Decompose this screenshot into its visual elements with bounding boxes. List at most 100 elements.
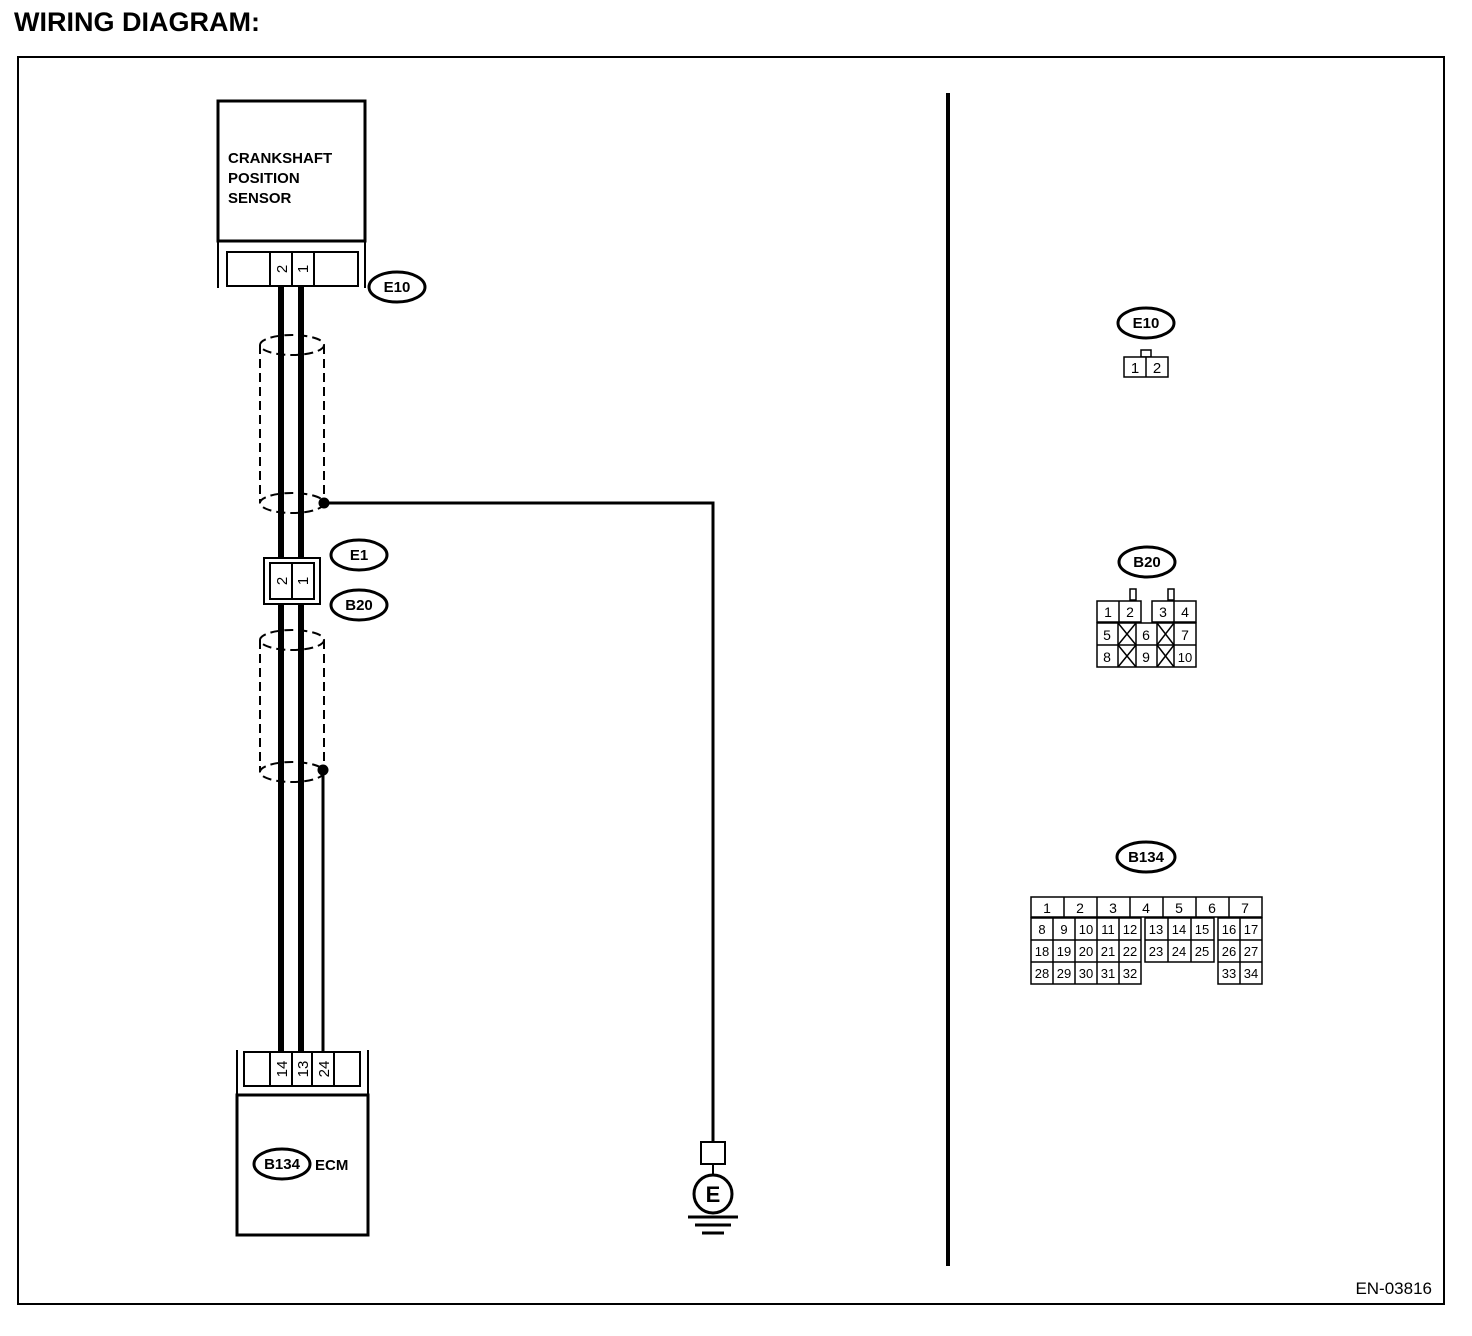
sensor-body (216, 99, 367, 243)
connector-view-b134-pin-1: 1 (1043, 900, 1051, 916)
ground-circle (692, 1173, 734, 1215)
connector-view-b134-pin-17: 17 (1244, 922, 1258, 937)
figure-id: EN-03816 (1355, 1279, 1432, 1298)
sensor-label-line-2: POSITION (228, 170, 300, 187)
connector-view-b134-pin-27: 27 (1244, 944, 1258, 959)
connector-view-b20-pin-4: 4 (1181, 604, 1189, 620)
connector-view-b20-blank-4 (1156, 644, 1175, 668)
joint-connector: 2 1 (263, 557, 321, 605)
ecm-pin-24: 24 (316, 1061, 333, 1078)
connector-view-b20-pin-10: 10 (1178, 650, 1192, 665)
connector-view-b134-pin-26: 26 (1222, 944, 1236, 959)
connector-view-b134-pin-10: 10 (1079, 922, 1093, 937)
connector-view-b20-pin-6: 6 (1142, 627, 1150, 643)
sensor-pin-2: 2 (274, 265, 291, 273)
connector-tag-e1-label: E1 (350, 547, 368, 564)
diagram-frame (17, 56, 1445, 1305)
ground-wire (324, 501, 715, 1142)
connector-view-b134-pin-32: 32 (1123, 966, 1137, 981)
lower-shield-junction-dot (317, 764, 329, 776)
connector-view-e10-pin-1: 1 (1131, 360, 1139, 377)
connector-view-e10-tag-label: E10 (1133, 315, 1160, 332)
connector-view-b20-tag-oval (1117, 545, 1177, 579)
connector-view-b20-pin-5: 5 (1103, 627, 1111, 643)
connector-view-b134-pin-3: 3 (1109, 900, 1117, 916)
connector-view-b134-left-block (1030, 917, 1142, 985)
connector-view-b20-pin-1: 1 (1104, 604, 1112, 620)
connector-view-b20: B20 1 2 3 4 5 6 7 8 9 10 (1096, 545, 1197, 668)
connector-view-b134-pin-8: 8 (1038, 922, 1045, 937)
sensor-label-line-1: CRANKSHAFT (228, 150, 332, 167)
connector-view-b134-pin-25: 25 (1195, 944, 1209, 959)
connector-view-e10: E10 1 2 (1116, 306, 1176, 378)
ecm-connector-pin-area (269, 1051, 335, 1087)
connector-tag-b134-oval (252, 1147, 312, 1181)
connector-view-b134-pin-29: 29 (1057, 966, 1071, 981)
upper-shield-junction-dot (318, 497, 330, 509)
connector-tag-e10-oval (367, 270, 427, 304)
sensor-pin-1: 1 (295, 265, 312, 273)
connector-view-b134-pin-7: 7 (1241, 900, 1249, 916)
upper-shield (259, 334, 325, 514)
lower-shield-bottom (259, 761, 325, 783)
connector-view-b134-pin-11: 11 (1101, 922, 1115, 937)
connector-view-e10-latch (1140, 349, 1152, 358)
connector-view-b134-pin-31: 31 (1101, 966, 1115, 981)
joint-pin-2: 2 (274, 577, 291, 585)
connector-view-b134-pin-15: 15 (1195, 922, 1209, 937)
connector-view-b134-pin-9: 9 (1060, 922, 1067, 937)
connector-tag-b20: B20 (329, 588, 389, 622)
connector-view-e10-tag-oval (1116, 306, 1176, 340)
connector-view-b134-pin-5: 5 (1175, 900, 1183, 916)
page-title: WIRING DIAGRAM: (14, 7, 260, 37)
connector-view-b134-tag-label: B134 (1128, 849, 1165, 866)
connector-view-e10-pin-2: 2 (1153, 360, 1161, 377)
connector-view-b134-pin-21: 21 (1101, 944, 1115, 959)
connector-tag-e10-label: E10 (384, 279, 411, 296)
connector-view-b134-pin-22: 22 (1123, 944, 1137, 959)
connector-tag-b20-oval (329, 588, 389, 622)
connector-view-b20-pin-2: 2 (1126, 604, 1134, 620)
connector-view-b134-pin-6: 6 (1208, 900, 1216, 916)
connector-view-b20-latch-left (1129, 588, 1137, 601)
ground-symbol: E (688, 1141, 738, 1235)
connector-view-b20-pin-3: 3 (1159, 604, 1167, 620)
connector-view-b134-row1 (1030, 896, 1263, 918)
connector-view-b134-pin-13: 13 (1149, 922, 1163, 937)
connector-view-b134-pin-12: 12 (1123, 922, 1137, 937)
upper-shield-top (259, 334, 325, 356)
connector-view-b20-latch-right (1167, 588, 1175, 601)
ecm: 14 13 24 B134 ECM (235, 1050, 370, 1237)
ecm-pin-13: 13 (295, 1061, 312, 1078)
upper-shield-bottom (259, 492, 325, 514)
connector-tag-b134-label: B134 (264, 1156, 301, 1173)
connector-tag-e1: E1 (329, 538, 389, 572)
connector-view-b134-pin-18: 18 (1035, 944, 1049, 959)
crankshaft-position-sensor: CRANKSHAFT POSITION SENSOR 2 1 (216, 99, 367, 288)
connector-view-b134-pin-20: 20 (1079, 944, 1093, 959)
connector-view-b134-pin-16: 16 (1222, 922, 1236, 937)
ecm-pin-14: 14 (274, 1061, 291, 1078)
connector-view-b20-pin-8: 8 (1103, 649, 1111, 665)
connector-view-b20-blank-1 (1117, 622, 1137, 646)
connector-view-b20-blank-3 (1117, 644, 1137, 668)
lower-shield-top (259, 629, 325, 651)
connector-view-b20-pin-7: 7 (1181, 627, 1189, 643)
connector-view-b134-pin-14: 14 (1172, 922, 1186, 937)
connector-view-b20-tag-label: B20 (1133, 554, 1161, 571)
sensor-label-line-3: SENSOR (228, 190, 292, 207)
joint-pin-1: 1 (295, 577, 312, 585)
lower-shield (259, 629, 325, 783)
connector-tag-e1-oval (329, 538, 389, 572)
connector-view-b134-pin-34: 34 (1244, 966, 1258, 981)
connector-view-b134-pin-4: 4 (1142, 900, 1150, 916)
connector-view-b134-pin-2: 2 (1076, 900, 1084, 916)
connector-tag-b20-label: B20 (345, 597, 373, 614)
connector-view-b134-pin-19: 19 (1057, 944, 1071, 959)
connector-view-b20-blank-2 (1156, 622, 1175, 646)
connector-view-b134-pin-33: 33 (1222, 966, 1236, 981)
connector-view-b20-pin-9: 9 (1142, 649, 1150, 665)
connector-view-b134-pin-28: 28 (1035, 966, 1049, 981)
connector-view-b134-tag-oval (1115, 840, 1177, 874)
connector-view-b134-pin-23: 23 (1149, 944, 1163, 959)
